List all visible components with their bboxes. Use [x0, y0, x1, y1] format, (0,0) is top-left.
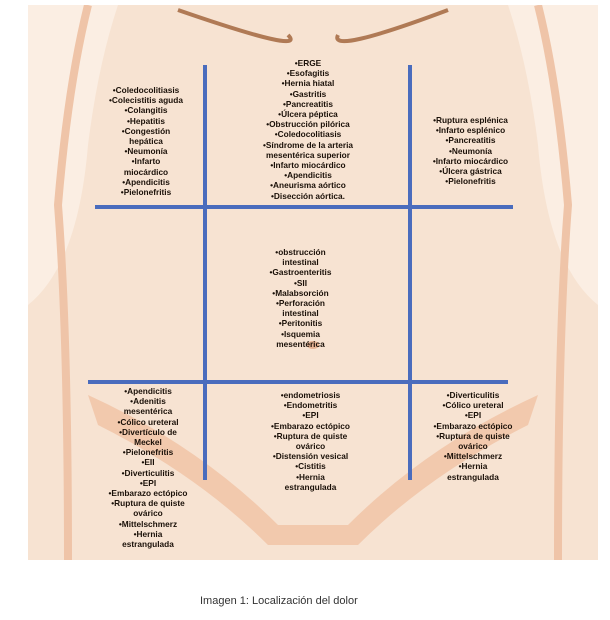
condition-item: •Pancreatitis	[283, 98, 333, 109]
condition-item: •Pielonefritis	[445, 176, 496, 187]
horizontal-line-bottom	[88, 380, 508, 384]
condition-item: •EPI	[464, 410, 482, 421]
condition-item: •Perforación	[275, 298, 325, 309]
condition-item: •Coledocolitiasis	[112, 85, 180, 95]
condition-item: •Úlcera péptica	[278, 109, 338, 120]
condition-item: •Endometritis	[283, 400, 338, 411]
condition-item: •Hernia hiatal	[281, 78, 335, 89]
condition-item: estrangulada	[447, 471, 499, 482]
condition-item: •Síndrome de la arteria	[262, 139, 354, 150]
condition-item: •Gastroenteritis	[269, 267, 332, 278]
condition-item: •SII	[293, 277, 308, 288]
condition-item: •Hepatitis	[127, 115, 165, 126]
condition-item: Meckel	[134, 437, 162, 448]
condition-item: •Colangitis	[124, 105, 168, 116]
region-left-hypochondrium: •Ruptura esplénica•Infarto esplénico•Pan…	[413, 115, 528, 186]
condition-item: •Cólico ureteral	[442, 400, 504, 411]
condition-item: •Ruptura de quiste	[111, 498, 185, 509]
condition-item: •Úlcera gástrica	[439, 166, 502, 177]
condition-item: ovárico	[458, 441, 488, 452]
condition-item: mesentérica	[123, 406, 173, 417]
condition-item: hepática	[129, 136, 163, 147]
condition-item: •Embarazo ectópico	[108, 488, 188, 499]
condition-item: •Cólico ureteral	[117, 416, 179, 427]
condition-item: •Hernia	[296, 471, 325, 482]
condition-item: mesentérica superior	[266, 149, 350, 160]
condition-item: •Mittelschmerz	[118, 518, 178, 529]
condition-item: •Embarazo ectópico	[433, 420, 513, 431]
condition-item: •Peritonitis	[278, 318, 323, 329]
condition-item: •Apendicitis	[122, 176, 170, 187]
horizontal-line-top	[95, 205, 513, 209]
condition-item: •Divertículo de	[119, 426, 177, 437]
condition-item: •Malabsorción	[272, 287, 329, 298]
condition-item: •Isquemia	[281, 328, 320, 339]
condition-item: •EPI	[139, 477, 157, 488]
condition-item: •Adenitis	[130, 396, 166, 407]
condition-item: •Esofagitis	[286, 68, 330, 79]
condition-item: •Cistitis	[295, 461, 326, 472]
condition-item: •Apendicitis	[284, 170, 332, 181]
abdomen-diagram: •Coledocolitiasis•Colecistitis aguda•Col…	[28, 5, 598, 560]
condition-item: ovárico	[295, 441, 326, 452]
condition-item: •Colecistitis aguda	[109, 95, 183, 106]
condition-item: •Distensión vesical	[272, 451, 349, 462]
condition-item: •Infarto miocárdico	[432, 155, 509, 166]
condition-item: •Hernia	[458, 461, 488, 472]
condition-item: •Ruptura de quiste	[436, 430, 510, 441]
condition-item: •Diverticulitis	[446, 390, 500, 400]
condition-item: •Infarto miocárdico	[270, 160, 346, 171]
condition-item: •Neumonía	[448, 145, 492, 156]
condition-item: •Disección aórtica.	[271, 190, 345, 201]
region-right-hypochondrium: •Coledocolitiasis•Colecistitis aguda•Col…	[96, 85, 196, 197]
condition-item: mesentérica	[276, 338, 325, 349]
condition-item: •Neumonía	[124, 146, 168, 157]
condition-item: •Apendicitis	[124, 386, 172, 396]
condition-item: •Gastritis	[289, 88, 327, 99]
condition-item: •endometriosis	[280, 390, 341, 400]
condition-item: miocárdico	[123, 166, 169, 177]
condition-item: •Hernia	[133, 528, 163, 539]
condition-item: estrangulada	[122, 539, 174, 550]
vertical-line-left	[203, 65, 207, 480]
vertical-line-right	[408, 65, 412, 480]
region-left-iliac: •Diverticulitis•Cólico ureteral•EPI•Emba…	[408, 390, 538, 482]
condition-item: intestinal	[282, 308, 319, 319]
condition-item: •Infarto esplénico	[435, 125, 506, 136]
region-epigastrium: •ERGE•Esofagitis•Hernia hiatal•Gastritis…	[218, 58, 398, 201]
region-hypogastrium: •endometriosis•Endometritis•EPI•Embarazo…	[223, 390, 398, 492]
condition-item: •Embarazo ectópico	[271, 420, 350, 431]
condition-item: •ERGE	[294, 58, 322, 68]
condition-item: •Pancreatitis	[445, 135, 496, 146]
condition-item: •Aneurisma aórtico	[270, 180, 346, 191]
condition-item: •obstrucción	[275, 247, 326, 257]
condition-item: •Congestión	[121, 125, 171, 136]
condition-item: •Pielonefritis	[120, 187, 172, 198]
condition-item: •Pielonefritis	[122, 447, 174, 458]
condition-item: •Ruptura de quiste	[273, 430, 348, 441]
torso-illustration	[28, 5, 598, 560]
figure-caption: Imagen 1: Localización del dolor	[200, 595, 358, 607]
condition-item: intestinal	[282, 257, 319, 268]
condition-item: •Ruptura esplénica	[433, 115, 508, 125]
condition-item: •Coledocolitiasis	[274, 129, 342, 140]
condition-item: •Infarto	[131, 156, 161, 167]
condition-item: •EII	[141, 457, 155, 468]
condition-item: •EPI	[302, 410, 319, 421]
condition-item: •Mittelschmerz	[443, 451, 503, 462]
condition-item: ovárico	[133, 508, 163, 519]
condition-item: •Obstrucción pilórica	[266, 119, 350, 130]
condition-item: •Diverticulitis	[121, 467, 175, 478]
condition-item: estrangulada	[284, 481, 337, 492]
